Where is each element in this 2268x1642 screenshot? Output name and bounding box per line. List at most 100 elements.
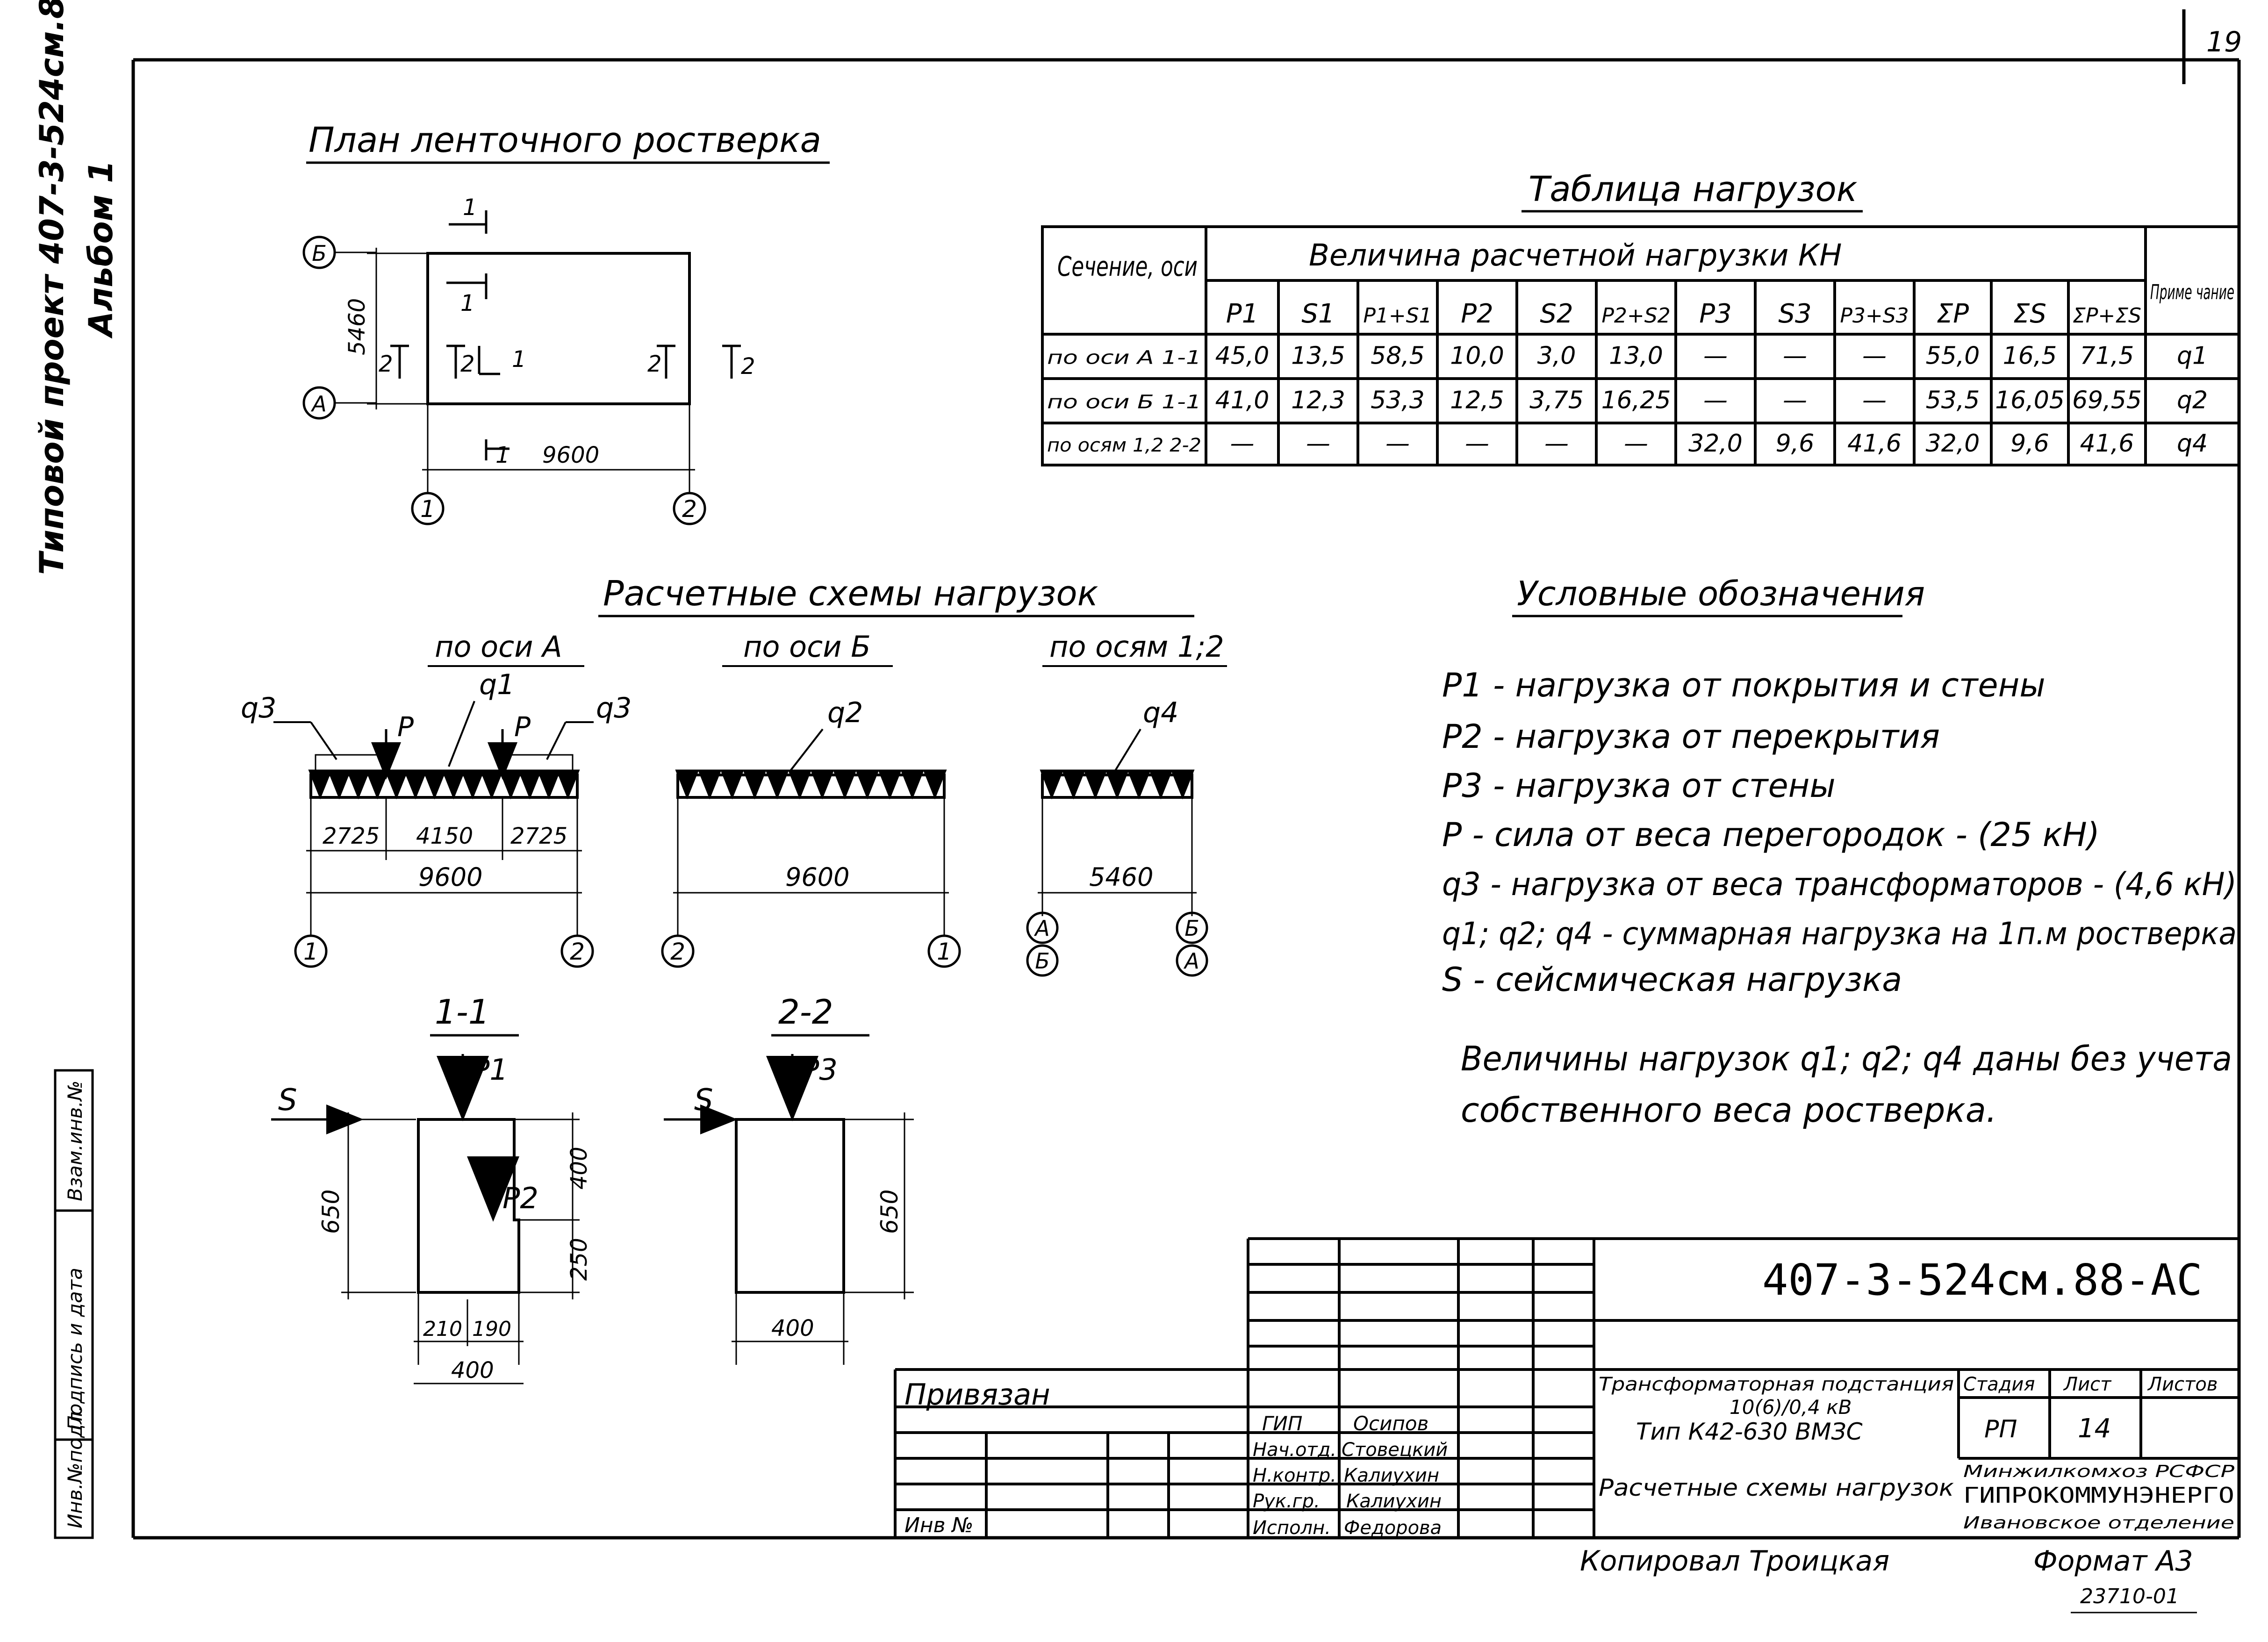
table-cell: — [1862, 387, 1887, 415]
table-cell: 13,5 [1291, 342, 1345, 370]
svg-text:q4: q4 [1143, 696, 1178, 729]
table-cell: — [1703, 342, 1728, 370]
svg-text:650: 650 [317, 1190, 345, 1234]
table-col-header: P2+S2 [1601, 304, 1670, 328]
drawing-code: 407-3-524см.88-АС [1762, 1255, 2203, 1305]
svg-text:q3: q3 [596, 692, 632, 724]
legend-item-p2: P2 - нагрузка от перекрытия [1442, 717, 1940, 756]
table-cell: — [1862, 342, 1887, 370]
name-gip: Осипов [1353, 1412, 1428, 1435]
svg-text:P1: P1 [472, 1053, 508, 1087]
svg-text:2725: 2725 [510, 823, 567, 849]
legend-item-p3: P3 - нагрузка от стены [1442, 767, 1836, 805]
table-header-note: Приме чание [2150, 280, 2234, 304]
table-col-header: ΣP+ΣS [2073, 304, 2141, 328]
table-cell: 41,0 [1215, 387, 1270, 415]
table-cell: 41,6 [1847, 430, 1902, 458]
scheme-axes-1-2: по осям 1;2 q4 5460 А Б Б А [1026, 630, 1227, 977]
load-table: Таблица нагрузок Сечение, оси Величина р… [1041, 169, 2240, 466]
table-cell: 16,05 [1995, 387, 2065, 415]
table-cell: — [1465, 430, 1489, 458]
name-exec: Федорова [1344, 1517, 1442, 1539]
legend-note-line2: собственного веса ростверка. [1461, 1090, 1997, 1130]
table-row-note: q4 [2177, 430, 2208, 458]
svg-text:2: 2 [570, 938, 585, 965]
svg-text:400: 400 [771, 1315, 814, 1341]
object-line-3: Тип К42-630 ВМЗС [1636, 1418, 1863, 1445]
table-cell: 45,0 [1215, 342, 1270, 370]
table-cell: 32,0 [1926, 430, 1980, 458]
svg-text:S: S [278, 1083, 297, 1118]
svg-text:2: 2 [379, 351, 393, 377]
side-cell-sign: Подпись и дата [64, 1268, 86, 1430]
legend-item-p1: P1 - нагрузка от покрытия и стены [1442, 666, 2046, 704]
table-cell: — [1624, 430, 1648, 458]
table-cell: — [1544, 430, 1569, 458]
svg-text:А: А [310, 391, 326, 416]
plan-outline [426, 252, 691, 405]
svg-text:1: 1 [495, 442, 510, 468]
svg-text:5460: 5460 [1089, 862, 1153, 892]
table-cell: 13,0 [1609, 342, 1663, 370]
svg-text:Типовой проект 407-3-524см.88: Типовой проект 407-3-524см.88 [33, 0, 71, 575]
table-col-header: S3 [1778, 299, 1811, 329]
svg-text:400: 400 [566, 1147, 592, 1190]
legend-item-q: q1; q2; q4 - суммарная нагрузка на 1п.м … [1442, 916, 2237, 952]
table-row-section: по оси Б 1-1 [1047, 392, 1201, 413]
table-cell: 3,75 [1529, 387, 1584, 415]
svg-text:по оси Б: по оси Б [743, 630, 871, 664]
table-header-section: Сечение, оси [1057, 251, 1198, 282]
table-col-header: P1 [1226, 299, 1258, 329]
svg-text:9600: 9600 [418, 862, 482, 892]
table-cell: — [1783, 387, 1807, 415]
svg-text:1: 1 [303, 938, 318, 965]
margin-side-stamp [54, 1069, 94, 1539]
legend-item-s: S - сейсмическая нагрузка [1442, 961, 1902, 999]
svg-text:q2: q2 [827, 696, 863, 729]
svg-text:Б: Б [1184, 916, 1199, 941]
stage-header-stage: Стадия [1963, 1374, 2035, 1395]
role-group: Рук.гр. [1253, 1491, 1320, 1512]
svg-text:P2: P2 [502, 1181, 538, 1215]
table-cell: 16,5 [2003, 342, 2057, 370]
sheet-number: 19 [2206, 26, 2242, 58]
svg-text:P3: P3 [802, 1053, 838, 1087]
privyazan-label: Привязан [904, 1377, 1050, 1412]
copied-by: Копировал Троицкая [1580, 1545, 1889, 1577]
legend-title: Условные обозначения [1517, 574, 1925, 613]
plan-axis-1 [411, 492, 445, 525]
svg-text:Б: Б [1035, 948, 1050, 974]
role-control: Н.контр. [1253, 1465, 1336, 1486]
svg-text:2: 2 [460, 351, 475, 377]
table-col-header: P3 [1699, 299, 1731, 329]
org-line-2: ГИПРОКОММУНЭНЕРГО [1963, 1483, 2234, 1508]
org-line-1: Минжилкомхоз РСФСР [1963, 1462, 2234, 1481]
svg-text:1-1: 1-1 [435, 992, 490, 1032]
plan-block: План ленточного ростверка 5460 Б А 9600 … [302, 120, 830, 525]
svg-text:P: P [514, 711, 531, 743]
scheme-b-load-arrows [675, 769, 947, 800]
table-cell: 32,0 [1688, 430, 1743, 458]
section-2-2: 2-2 P3 S 650 400 [664, 992, 914, 1365]
svg-text:1: 1 [420, 495, 435, 523]
table-cell: 58,5 [1371, 342, 1425, 370]
table-cell: 16,25 [1601, 387, 1671, 415]
svg-text:9600: 9600 [785, 862, 849, 892]
role-gip: ГИП [1262, 1412, 1302, 1435]
table-row-note: q1 [2177, 342, 2208, 370]
plan-dim-length: 9600 [542, 442, 599, 468]
table-cell: 55,0 [1926, 342, 1980, 370]
table-cell: 9,6 [1776, 430, 1815, 458]
svg-text:q3: q3 [241, 692, 276, 724]
table-cell: — [1230, 430, 1255, 458]
svg-text:А: А [1183, 948, 1199, 974]
table-cell: 53,3 [1371, 387, 1425, 415]
svg-text:А: А [1034, 916, 1049, 941]
object-line-1: Трансформаторная подстанция [1599, 1374, 1954, 1395]
svg-text:1: 1 [460, 290, 475, 316]
table-row-note: q2 [2177, 387, 2208, 415]
svg-text:2-2: 2-2 [778, 992, 833, 1032]
svg-text:S: S [694, 1083, 713, 1118]
table-cell: 41,6 [2080, 430, 2134, 458]
